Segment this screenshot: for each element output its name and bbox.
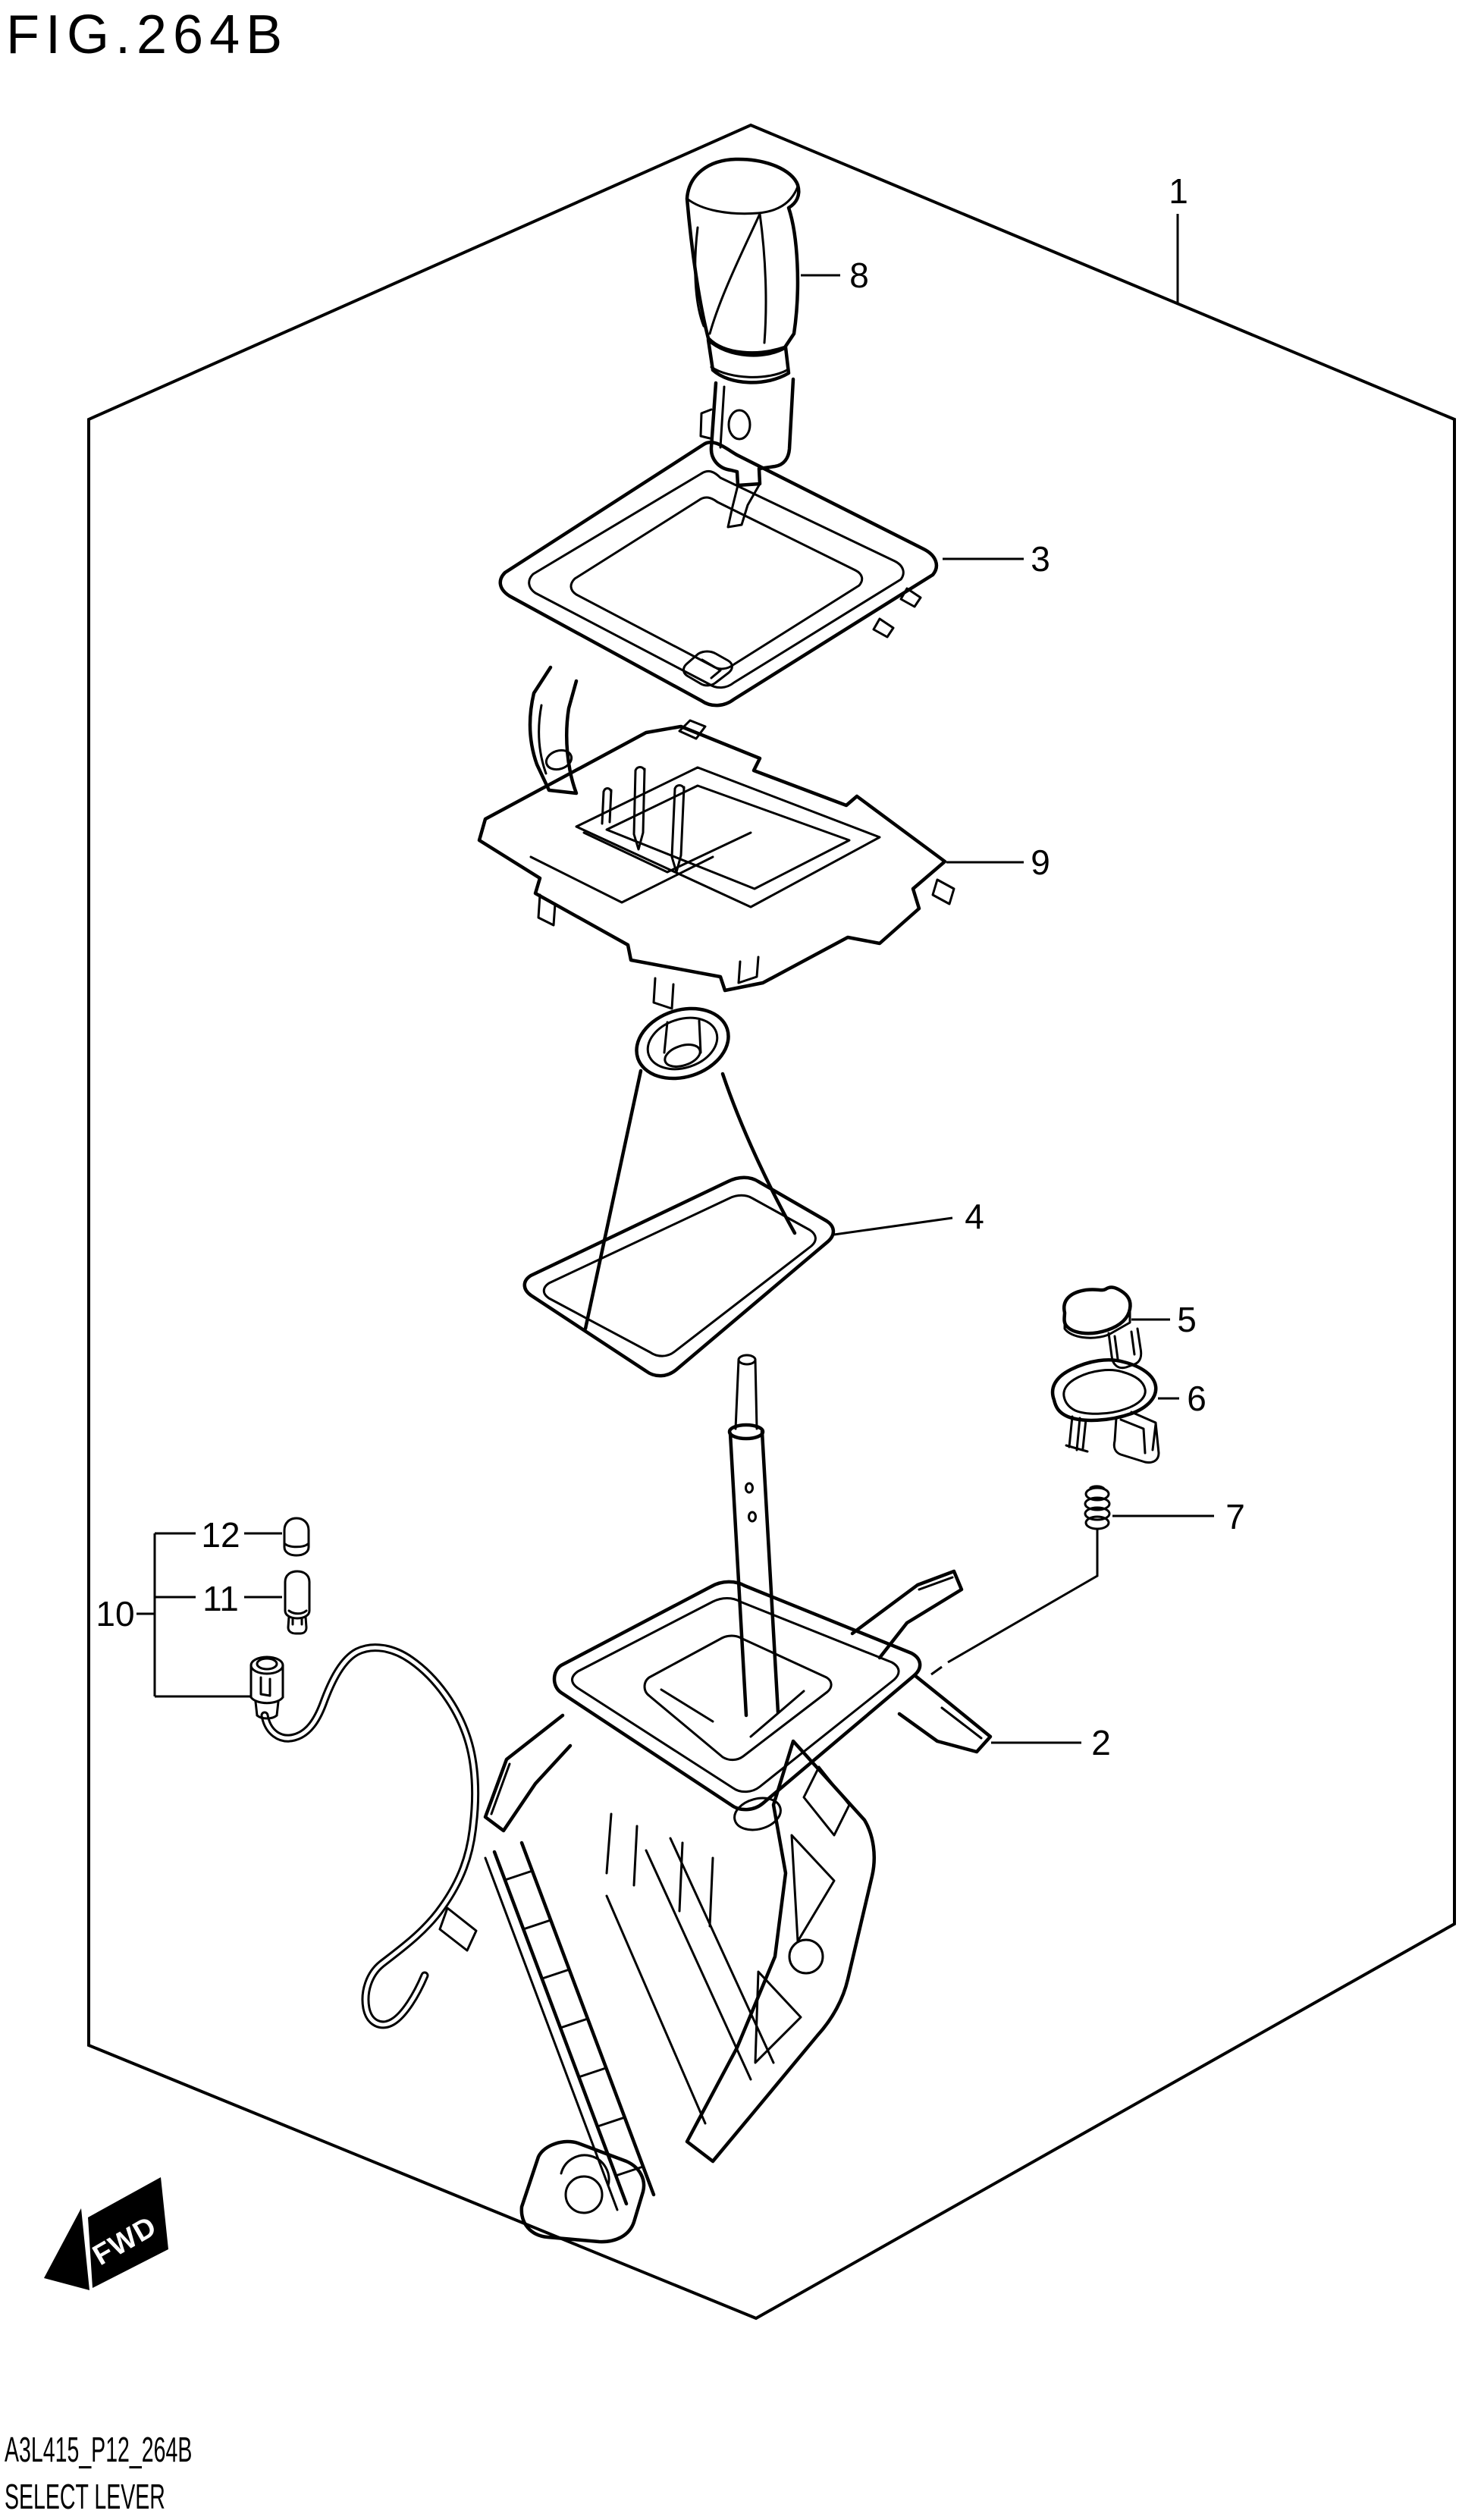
label-bracket-10 xyxy=(136,1532,282,1698)
figure-title: FIG.264B xyxy=(6,5,288,65)
footer-caption: SELECT LEVER xyxy=(5,2478,165,2517)
part-number-labels: 1 2 3 4 5 6 7 8 9 10 11 12 xyxy=(96,171,1244,1762)
part-label-7: 7 xyxy=(1225,1497,1245,1536)
part-label-4: 4 xyxy=(965,1197,984,1236)
part-label-6: 6 xyxy=(1187,1379,1206,1418)
footer-code: A3L415_P12_264B xyxy=(5,2431,192,2470)
part-10-harness-group xyxy=(136,1517,480,2029)
part-label-2: 2 xyxy=(1091,1723,1111,1762)
part-label-10: 10 xyxy=(96,1594,134,1633)
fwd-direction-marker: FWD xyxy=(44,2177,168,2290)
select-lever-shaft xyxy=(727,1354,780,1718)
part-6-retainer xyxy=(1050,1358,1160,1464)
part-label-1: 1 xyxy=(1169,171,1188,211)
fwd-plate xyxy=(88,2177,168,2288)
bulb-socket xyxy=(249,1655,284,1720)
border-hexagon xyxy=(87,123,1456,2321)
footer-block: A3L415_P12_264B SELECT LEVER xyxy=(5,2431,192,2517)
part-label-3: 3 xyxy=(1031,539,1050,579)
part-2-bracket-assembly xyxy=(438,1569,993,2244)
leader-4 xyxy=(833,1216,953,1236)
fwd-arrowhead-icon xyxy=(44,2208,89,2290)
part-3-indicator-panel xyxy=(498,441,939,796)
part-11-bulb xyxy=(284,1570,311,1635)
part-8-shift-knob xyxy=(685,157,801,529)
part-9-base-plate xyxy=(477,719,955,1010)
harness-wire xyxy=(260,1643,480,2029)
part-12-bulb xyxy=(283,1517,310,1557)
leader-7-dash xyxy=(930,1665,943,1676)
part-7-spring xyxy=(1084,1485,1111,1530)
part-4-boot xyxy=(522,1006,836,1378)
part-label-5: 5 xyxy=(1177,1300,1197,1339)
leader-lines xyxy=(801,214,1214,1744)
part-label-11: 11 xyxy=(202,1579,239,1618)
part-label-9: 9 xyxy=(1031,843,1050,882)
part-label-12: 12 xyxy=(201,1515,240,1555)
part-5-cap-clip xyxy=(1062,1285,1143,1370)
part-label-8: 8 xyxy=(849,256,869,295)
leader-7-bent xyxy=(947,1529,1099,1664)
